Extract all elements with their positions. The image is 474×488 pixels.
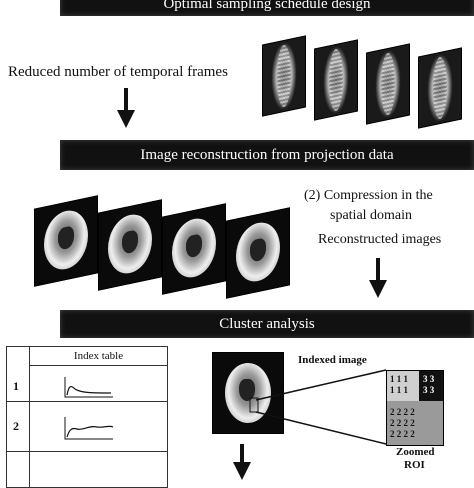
roi-label-2-row3: 2 2 2 2 <box>390 429 415 439</box>
indexed-image <box>212 352 284 434</box>
index-table-column-divider <box>29 347 30 487</box>
reconstructed-image-4 <box>226 207 290 299</box>
brain-slice <box>44 206 88 274</box>
roi-label-1-row2: 1 1 1 <box>390 385 408 395</box>
index-table-row-divider <box>7 401 167 402</box>
sinogram-frame-2 <box>314 39 358 121</box>
zoomed-roi-grid: 1 1 1 1 1 1 3 3 3 3 2 2 2 2 2 2 2 2 2 2 … <box>386 370 444 446</box>
arrow-3-shaft <box>240 444 244 464</box>
sinogram-frame-4 <box>418 47 462 129</box>
compression-label-line2: spatial domain <box>330 208 413 223</box>
compression-label-line1: (2) Compression in the <box>304 188 433 203</box>
roi-label-2-row2: 2 2 2 2 <box>390 418 415 428</box>
index-table-header: Index table <box>29 347 167 366</box>
sinogram-frame-3 <box>366 43 410 125</box>
zoomed-roi-label-line1: Zoomed <box>396 446 435 458</box>
arrow-1-head <box>117 110 135 128</box>
reduced-frames-label: Reduced number of temporal frames <box>8 64 228 80</box>
step-optimal-sampling-label: Optimal sampling schedule design <box>163 0 371 12</box>
indexed-image-label: Indexed image <box>298 354 367 366</box>
roi-label-2-row1: 2 2 2 2 <box>390 407 415 417</box>
brain-slice <box>108 210 152 278</box>
roi-label-3-row2: 3 3 <box>423 385 435 395</box>
reconstructed-image-2 <box>98 199 162 291</box>
roi-region-3 <box>419 371 443 401</box>
reconstructed-image-1 <box>34 195 98 287</box>
reconstructed-image-3 <box>162 203 226 295</box>
index-table-row-1-number: 1 <box>13 379 19 393</box>
index-table-curve-1 <box>64 377 113 398</box>
roi-label-1-row1: 1 1 1 <box>390 374 408 384</box>
step-cluster-label: Cluster analysis <box>219 316 315 332</box>
index-table: Index table 1 2 <box>6 346 168 488</box>
index-table-row-2-number: 2 <box>13 419 19 433</box>
arrow-1-shaft <box>124 88 128 112</box>
arrow-2-shaft <box>376 258 380 282</box>
roi-region-1 <box>387 371 419 401</box>
brain-slice <box>172 214 216 282</box>
roi-label-3-row1: 3 3 <box>423 374 435 384</box>
step-cluster-band: Cluster analysis <box>60 310 474 338</box>
step-reconstruction-band: Image reconstruction from projection dat… <box>60 140 474 170</box>
brain-slice <box>225 363 271 423</box>
step-optimal-sampling-band: Optimal sampling schedule design <box>60 0 474 16</box>
roi-region-2 <box>387 401 443 445</box>
step-reconstruction-label: Image reconstruction from projection dat… <box>140 147 394 163</box>
index-table-row-divider <box>7 451 167 452</box>
zoomed-roi-label-line2: ROI <box>404 459 425 471</box>
sinogram-frame-1 <box>262 35 306 117</box>
brain-slice <box>236 218 280 286</box>
index-table-curve-2 <box>64 417 114 440</box>
reconstructed-images-label: Reconstructed images <box>318 232 442 247</box>
arrow-3-head <box>233 462 251 480</box>
arrow-2-head <box>369 280 387 298</box>
